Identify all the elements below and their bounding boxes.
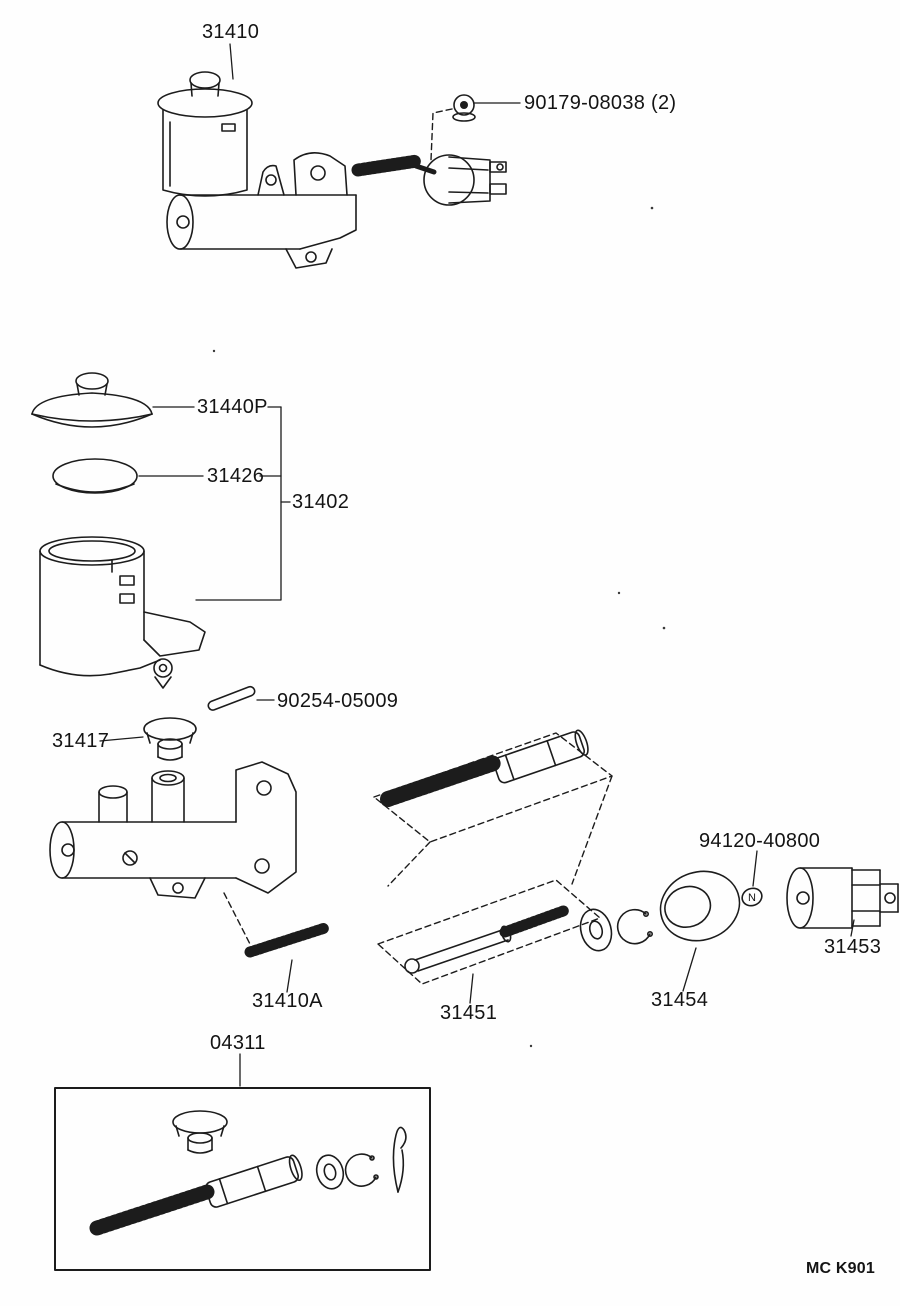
flange-bolt-icon (452, 94, 476, 122)
label-04311: 04311 (210, 1032, 266, 1054)
fitting-cylinder-drawing (786, 867, 899, 929)
label-31454: 31454 (651, 989, 708, 1011)
part-number-labels: 31410 90179-08038 (2) 31440P 31426 31402… (52, 21, 881, 1054)
label-90179: 90179-08038 (2) (524, 92, 676, 114)
push-rod-drawing (404, 904, 572, 974)
label-31451: 31451 (440, 1002, 497, 1024)
label-31410: 31410 (202, 21, 259, 43)
label-31453: 31453 (824, 936, 881, 958)
label-31402: 31402 (292, 491, 349, 513)
snap-ring-drawing (616, 908, 653, 945)
reservoir-cap-drawing (31, 372, 153, 428)
stud-bolt-drawing (244, 922, 331, 958)
label-31410A: 31410A (252, 990, 323, 1012)
nut-n-icon (741, 887, 763, 907)
footer-code: MC K901 (806, 1260, 875, 1277)
spring-piston-drawing (380, 729, 589, 807)
dashed-guide-lines (223, 108, 613, 985)
label-94120: 94120-40800 (699, 830, 820, 852)
diaphragm-drawing (52, 458, 138, 494)
cylinder-body-drawing (49, 761, 297, 899)
reservoir-drawing (39, 536, 206, 689)
scan-specks (212, 206, 666, 1048)
grommet-drawing (143, 717, 197, 761)
pin-drawing (207, 685, 256, 711)
repair-kit-box (54, 1087, 431, 1271)
callout-leader-lines (99, 43, 855, 1087)
master-cylinder-assembly-drawing (157, 71, 507, 269)
label-31417: 31417 (52, 730, 109, 752)
boot-drawing (659, 870, 741, 942)
nut-n-marker-label: N (748, 892, 756, 904)
label-31440P: 31440P (197, 396, 268, 418)
washer-drawing (579, 908, 613, 952)
label-31426: 31426 (207, 465, 264, 487)
label-90254: 90254-05009 (277, 690, 398, 712)
